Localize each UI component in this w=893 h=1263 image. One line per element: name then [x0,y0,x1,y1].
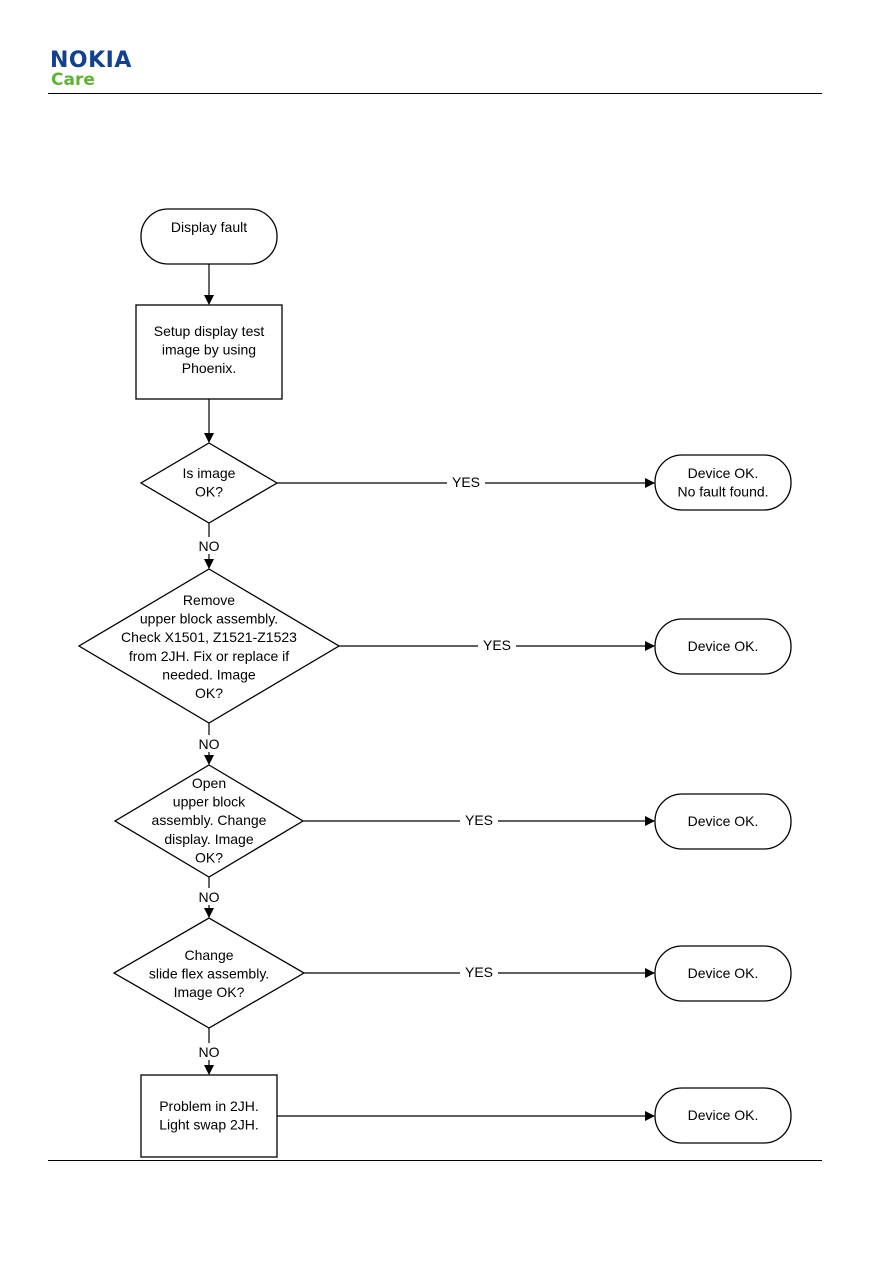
result-terminator-5 [654,1087,792,1144]
no-label-4: NO [199,1044,220,1060]
decision4-text-line-1: Change [184,947,233,963]
setup-text-line-3: Phoenix. [182,360,236,376]
decision2-text: Remove upper block assembly. Check X1501, … [121,592,297,701]
decision4-text-line-3: Image OK? [174,984,245,1000]
decision3-text-line-3: assembly. Change [152,812,267,828]
result5-text-line-1: Device OK. [688,1107,759,1123]
result3-text-line-1: Device OK. [688,813,759,829]
setup-text-line-1: Setup display test [154,323,265,339]
yes-label-1: YES [452,474,480,490]
decision3-text-line-4: display. Image [164,831,253,847]
decision1-text-line-2: OK? [195,484,223,500]
yes-label-4: YES [465,964,493,980]
start-text: Display fault [171,219,247,235]
result2-text-line-1: Device OK. [688,638,759,654]
decision2-text-line-1: Remove [183,592,235,608]
result1-text-line-2: No fault found. [677,484,768,500]
yes-label-2: YES [483,637,511,653]
result5-text: Device OK. [688,1107,759,1123]
decision3-text-line-5: OK? [195,849,223,865]
result1-text-line-1: Device OK. [688,465,759,481]
decision3-text-line-1: Open [192,775,226,791]
result-terminator-4 [654,945,792,1002]
problem-process-box [140,1074,278,1158]
decision2-text-line-2: upper block assembly. [140,611,278,627]
result-terminator-1 [654,454,792,511]
decision3-text-line-2: upper block [173,794,246,810]
decision2-text-line-6: OK? [195,685,223,701]
decision1-text-line-1: Is image [183,465,236,481]
nokia-logo: NOKIA [50,48,132,73]
result3-text: Device OK. [688,813,759,829]
no-label-3: NO [199,889,220,905]
decision4-text: Change slide flex assembly. Image OK? [149,947,269,1000]
decision2-text-line-4: from 2JH. Fix or replace if [129,648,289,664]
setup-text-line-2: image by using [162,342,256,358]
result-terminator-2 [654,618,792,675]
decision3-text: Open upper block assembly. Change display. … [152,775,267,865]
decision2-text-line-3: Check X1501, Z1521-Z1523 [121,629,297,645]
care-logo: Care [51,70,95,90]
start-terminator [140,208,278,265]
yes-label-3: YES [465,812,493,828]
no-label-1: NO [199,538,220,554]
problem-text-line-2: Light swap 2JH. [159,1117,259,1133]
decision2-text-line-5: needed. Image [162,666,256,682]
decision4-text-line-2: slide flex assembly. [149,966,269,982]
result4-text-line-1: Device OK. [688,965,759,981]
result-terminator-3 [654,793,792,850]
result1-text: Device OK. No fault found. [677,465,768,500]
no-label-2: NO [199,736,220,752]
footer-rule [48,1160,822,1161]
start-text-line-1: Display fault [171,219,247,235]
problem-text-line-1: Problem in 2JH. [159,1098,259,1114]
header-rule [48,93,822,94]
setup-process-box [135,304,283,400]
problem-text: Problem in 2JH. Light swap 2JH. [159,1098,259,1133]
result2-text: Device OK. [688,638,759,654]
result4-text: Device OK. [688,965,759,981]
